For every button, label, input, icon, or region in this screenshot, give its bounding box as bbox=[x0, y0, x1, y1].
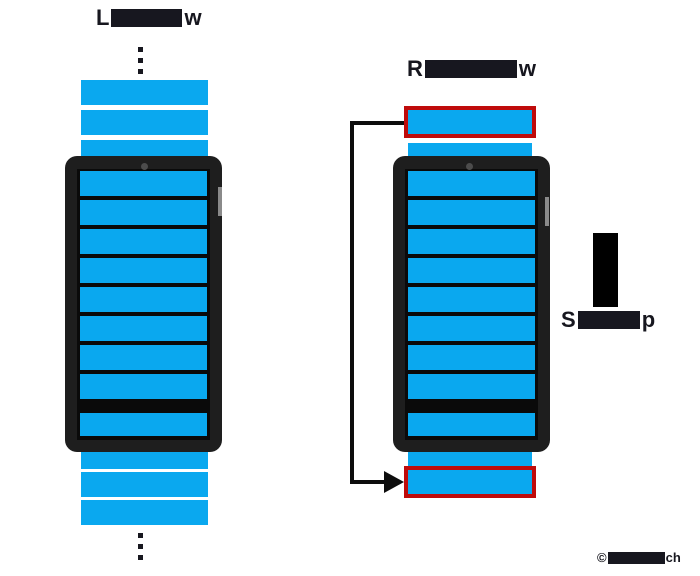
recycle-arrow-top-segment bbox=[350, 121, 404, 125]
list-row bbox=[80, 345, 207, 370]
list-row bbox=[80, 413, 207, 436]
right-title-prefix: R bbox=[407, 56, 423, 81]
list-row bbox=[408, 316, 535, 341]
list-row bbox=[80, 171, 207, 196]
left-viewport-last-row bbox=[77, 413, 210, 436]
list-row bbox=[408, 345, 535, 370]
list-row bbox=[408, 258, 535, 283]
scrap-label-prefix: S bbox=[561, 307, 576, 332]
list-row bbox=[408, 374, 535, 399]
recycle-arrow-vertical-segment bbox=[350, 121, 354, 484]
left-title-prefix: L bbox=[96, 5, 110, 30]
left-ellipsis-bottom-icon bbox=[138, 533, 143, 566]
left-phone-viewport-frame bbox=[65, 156, 222, 452]
list-row bbox=[81, 110, 208, 135]
scrap-label-redaction-block bbox=[577, 311, 640, 329]
left-viewport-bottom-divider bbox=[77, 403, 210, 413]
list-row bbox=[80, 316, 207, 341]
list-row bbox=[80, 287, 207, 312]
left-phone-side-button bbox=[218, 187, 222, 216]
left-rows-below-viewport bbox=[81, 444, 208, 528]
recycle-arrow-head-icon bbox=[384, 471, 404, 493]
copyright-watermark: © ch bbox=[597, 551, 681, 564]
list-row bbox=[81, 500, 208, 525]
list-row bbox=[80, 258, 207, 283]
recycled-row-bottom bbox=[404, 466, 536, 498]
list-row bbox=[81, 472, 208, 497]
recycled-row-top bbox=[404, 106, 536, 138]
right-viewport-bottom-divider bbox=[405, 403, 538, 413]
left-ellipsis-top-icon bbox=[138, 47, 143, 80]
watermark-redaction-block bbox=[607, 552, 665, 564]
list-row bbox=[408, 171, 535, 196]
list-row bbox=[408, 200, 535, 225]
list-row bbox=[408, 413, 535, 436]
left-phone-camera-icon bbox=[141, 163, 148, 170]
left-title-suffix: w bbox=[184, 5, 202, 30]
list-row bbox=[80, 229, 207, 254]
watermark-suffix: ch bbox=[665, 550, 681, 565]
left-rows-above-viewport bbox=[81, 80, 208, 170]
right-phone-viewport-frame bbox=[393, 156, 550, 452]
watermark-prefix: © bbox=[597, 550, 607, 565]
right-title-suffix: w bbox=[518, 56, 537, 81]
list-row bbox=[80, 200, 207, 225]
right-phone-camera-icon bbox=[466, 163, 473, 170]
list-row bbox=[408, 229, 535, 254]
list-row bbox=[408, 287, 535, 312]
right-title-redaction-block bbox=[424, 60, 517, 78]
list-row bbox=[81, 80, 208, 105]
left-title-redaction-block bbox=[111, 9, 183, 27]
right-phone-side-button bbox=[545, 197, 549, 226]
scrap-label-suffix: p bbox=[641, 307, 656, 332]
right-viewport-rows bbox=[405, 171, 538, 399]
left-viewport-rows bbox=[77, 171, 210, 399]
recycle-arrow-bottom-segment bbox=[350, 480, 386, 484]
right-viewport-last-row bbox=[405, 413, 538, 436]
list-row bbox=[80, 374, 207, 399]
scrap-heap-bar-icon bbox=[593, 233, 618, 307]
